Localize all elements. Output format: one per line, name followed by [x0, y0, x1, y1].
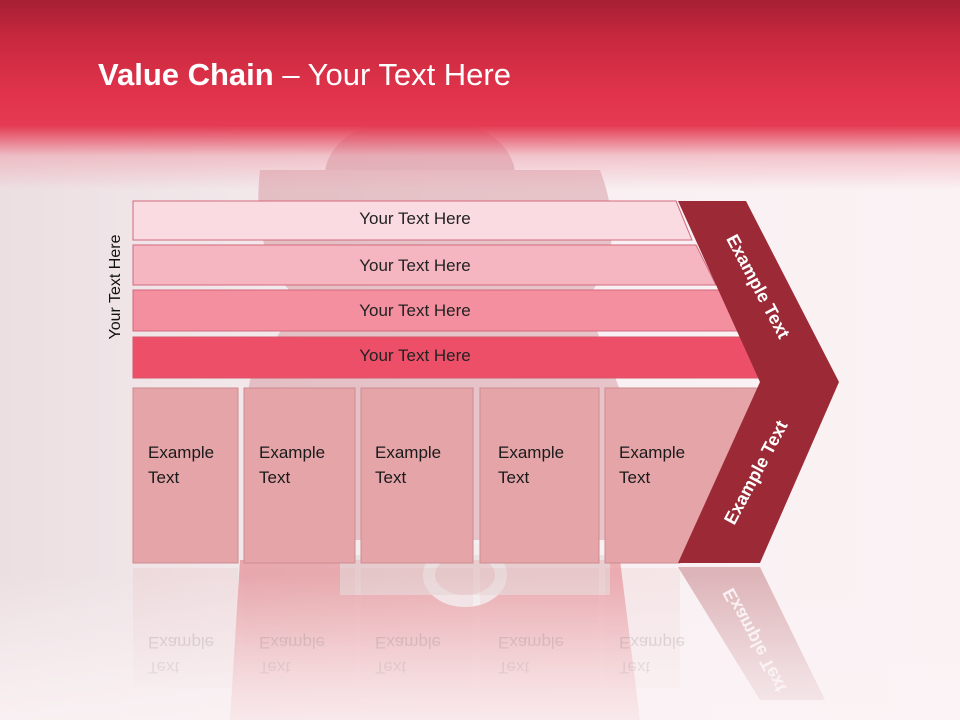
page-title: Value Chain – Your Text Here	[98, 57, 511, 92]
bar-4-label: Your Text Here	[359, 346, 471, 365]
bar-1-label: Your Text Here	[359, 209, 471, 228]
bar-2-label: Your Text Here	[359, 256, 471, 275]
arrow-chevron	[678, 201, 839, 563]
header-band	[0, 0, 960, 190]
column-1-shape	[132, 387, 239, 564]
bar-3-label: Your Text Here	[359, 301, 471, 320]
column-2-shape	[243, 387, 356, 564]
bar-2-shape	[132, 244, 717, 286]
bar-1-shape	[132, 200, 693, 241]
column-4-shape	[479, 387, 600, 564]
column-3-shape	[360, 387, 474, 564]
bottom-fade	[0, 575, 960, 720]
